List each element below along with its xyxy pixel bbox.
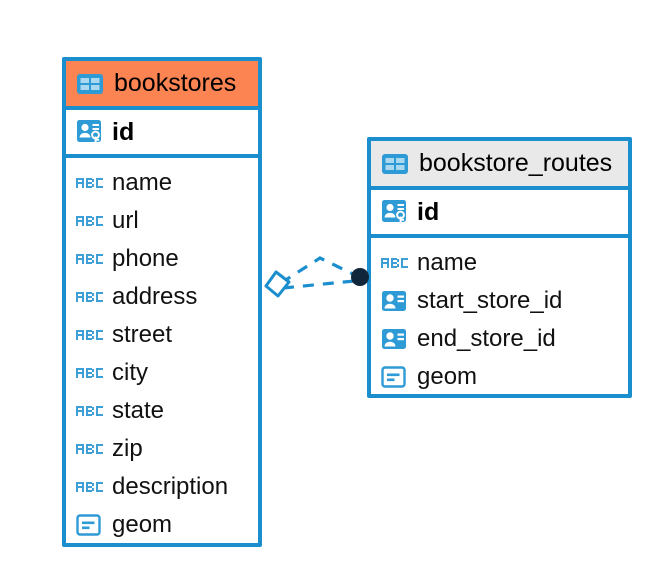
field-row-primary-key[interactable]: id <box>371 190 628 238</box>
field-label: city <box>112 359 148 386</box>
entity-table-bookstore-routes[interactable]: bookstore_routes id <box>367 137 632 398</box>
field-label: url <box>112 207 139 234</box>
field-row-primary-key[interactable]: id <box>66 110 258 158</box>
field-label: geom <box>417 363 478 390</box>
entity-title: bookstore_routes <box>419 149 613 177</box>
abc-text-icon <box>76 442 104 456</box>
field-row-name[interactable]: name <box>76 164 248 202</box>
primary-key-icon <box>381 199 409 225</box>
field-row-geom[interactable]: geom <box>76 506 248 544</box>
field-label: description <box>112 473 229 500</box>
entity-table-bookstores[interactable]: bookstores id <box>62 57 262 547</box>
field-row-address[interactable]: address <box>76 278 248 316</box>
foreign-key-icon <box>381 289 409 313</box>
field-list-bookstore-routes: name start_store_id <box>371 238 628 402</box>
field-label: street <box>112 321 173 348</box>
field-row-description[interactable]: description <box>76 468 248 506</box>
abc-text-icon <box>76 252 104 266</box>
entity-header-bookstore-routes[interactable]: bookstore_routes <box>371 141 628 190</box>
field-row-geom[interactable]: geom <box>381 358 618 396</box>
foreign-key-icon <box>381 327 409 351</box>
field-row-name[interactable]: name <box>381 244 618 282</box>
field-row-city[interactable]: city <box>76 354 248 392</box>
abc-text-icon <box>76 290 104 304</box>
field-label: geom <box>112 511 173 538</box>
abc-text-icon <box>76 404 104 418</box>
field-row-state[interactable]: state <box>76 392 248 430</box>
field-label: address <box>112 283 198 310</box>
table-grid-icon <box>76 72 104 96</box>
field-row-end-store-id[interactable]: end_store_id <box>381 320 618 358</box>
relationship-line-upper <box>280 256 358 285</box>
field-label: id <box>417 197 440 226</box>
field-label: name <box>112 169 173 196</box>
field-label: name <box>417 249 478 276</box>
relationship-line-lower <box>282 279 355 290</box>
field-list-bookstores: name u <box>66 158 258 550</box>
abc-text-icon <box>381 256 409 270</box>
abc-text-icon <box>76 214 104 228</box>
field-row-url[interactable]: url <box>76 202 248 240</box>
entity-header-bookstores[interactable]: bookstores <box>66 61 258 110</box>
primary-key-icon <box>76 119 104 145</box>
abc-text-icon <box>76 366 104 380</box>
diamond-endpoint-icon <box>264 270 291 298</box>
field-row-phone[interactable]: phone <box>76 240 248 278</box>
field-row-zip[interactable]: zip <box>76 430 248 468</box>
field-label: id <box>112 117 135 146</box>
field-label: state <box>112 397 165 424</box>
field-row-start-store-id[interactable]: start_store_id <box>381 282 618 320</box>
field-label: start_store_id <box>417 287 563 314</box>
field-label: zip <box>112 435 143 462</box>
field-row-street[interactable]: street <box>76 316 248 354</box>
abc-text-icon <box>76 480 104 494</box>
table-grid-icon <box>381 152 409 176</box>
abc-text-icon <box>76 176 104 190</box>
geometry-icon <box>76 513 104 537</box>
entity-title: bookstores <box>114 69 237 97</box>
abc-text-icon <box>76 328 104 342</box>
field-label: end_store_id <box>417 325 556 352</box>
geometry-icon <box>381 365 409 389</box>
field-label: phone <box>112 245 179 272</box>
